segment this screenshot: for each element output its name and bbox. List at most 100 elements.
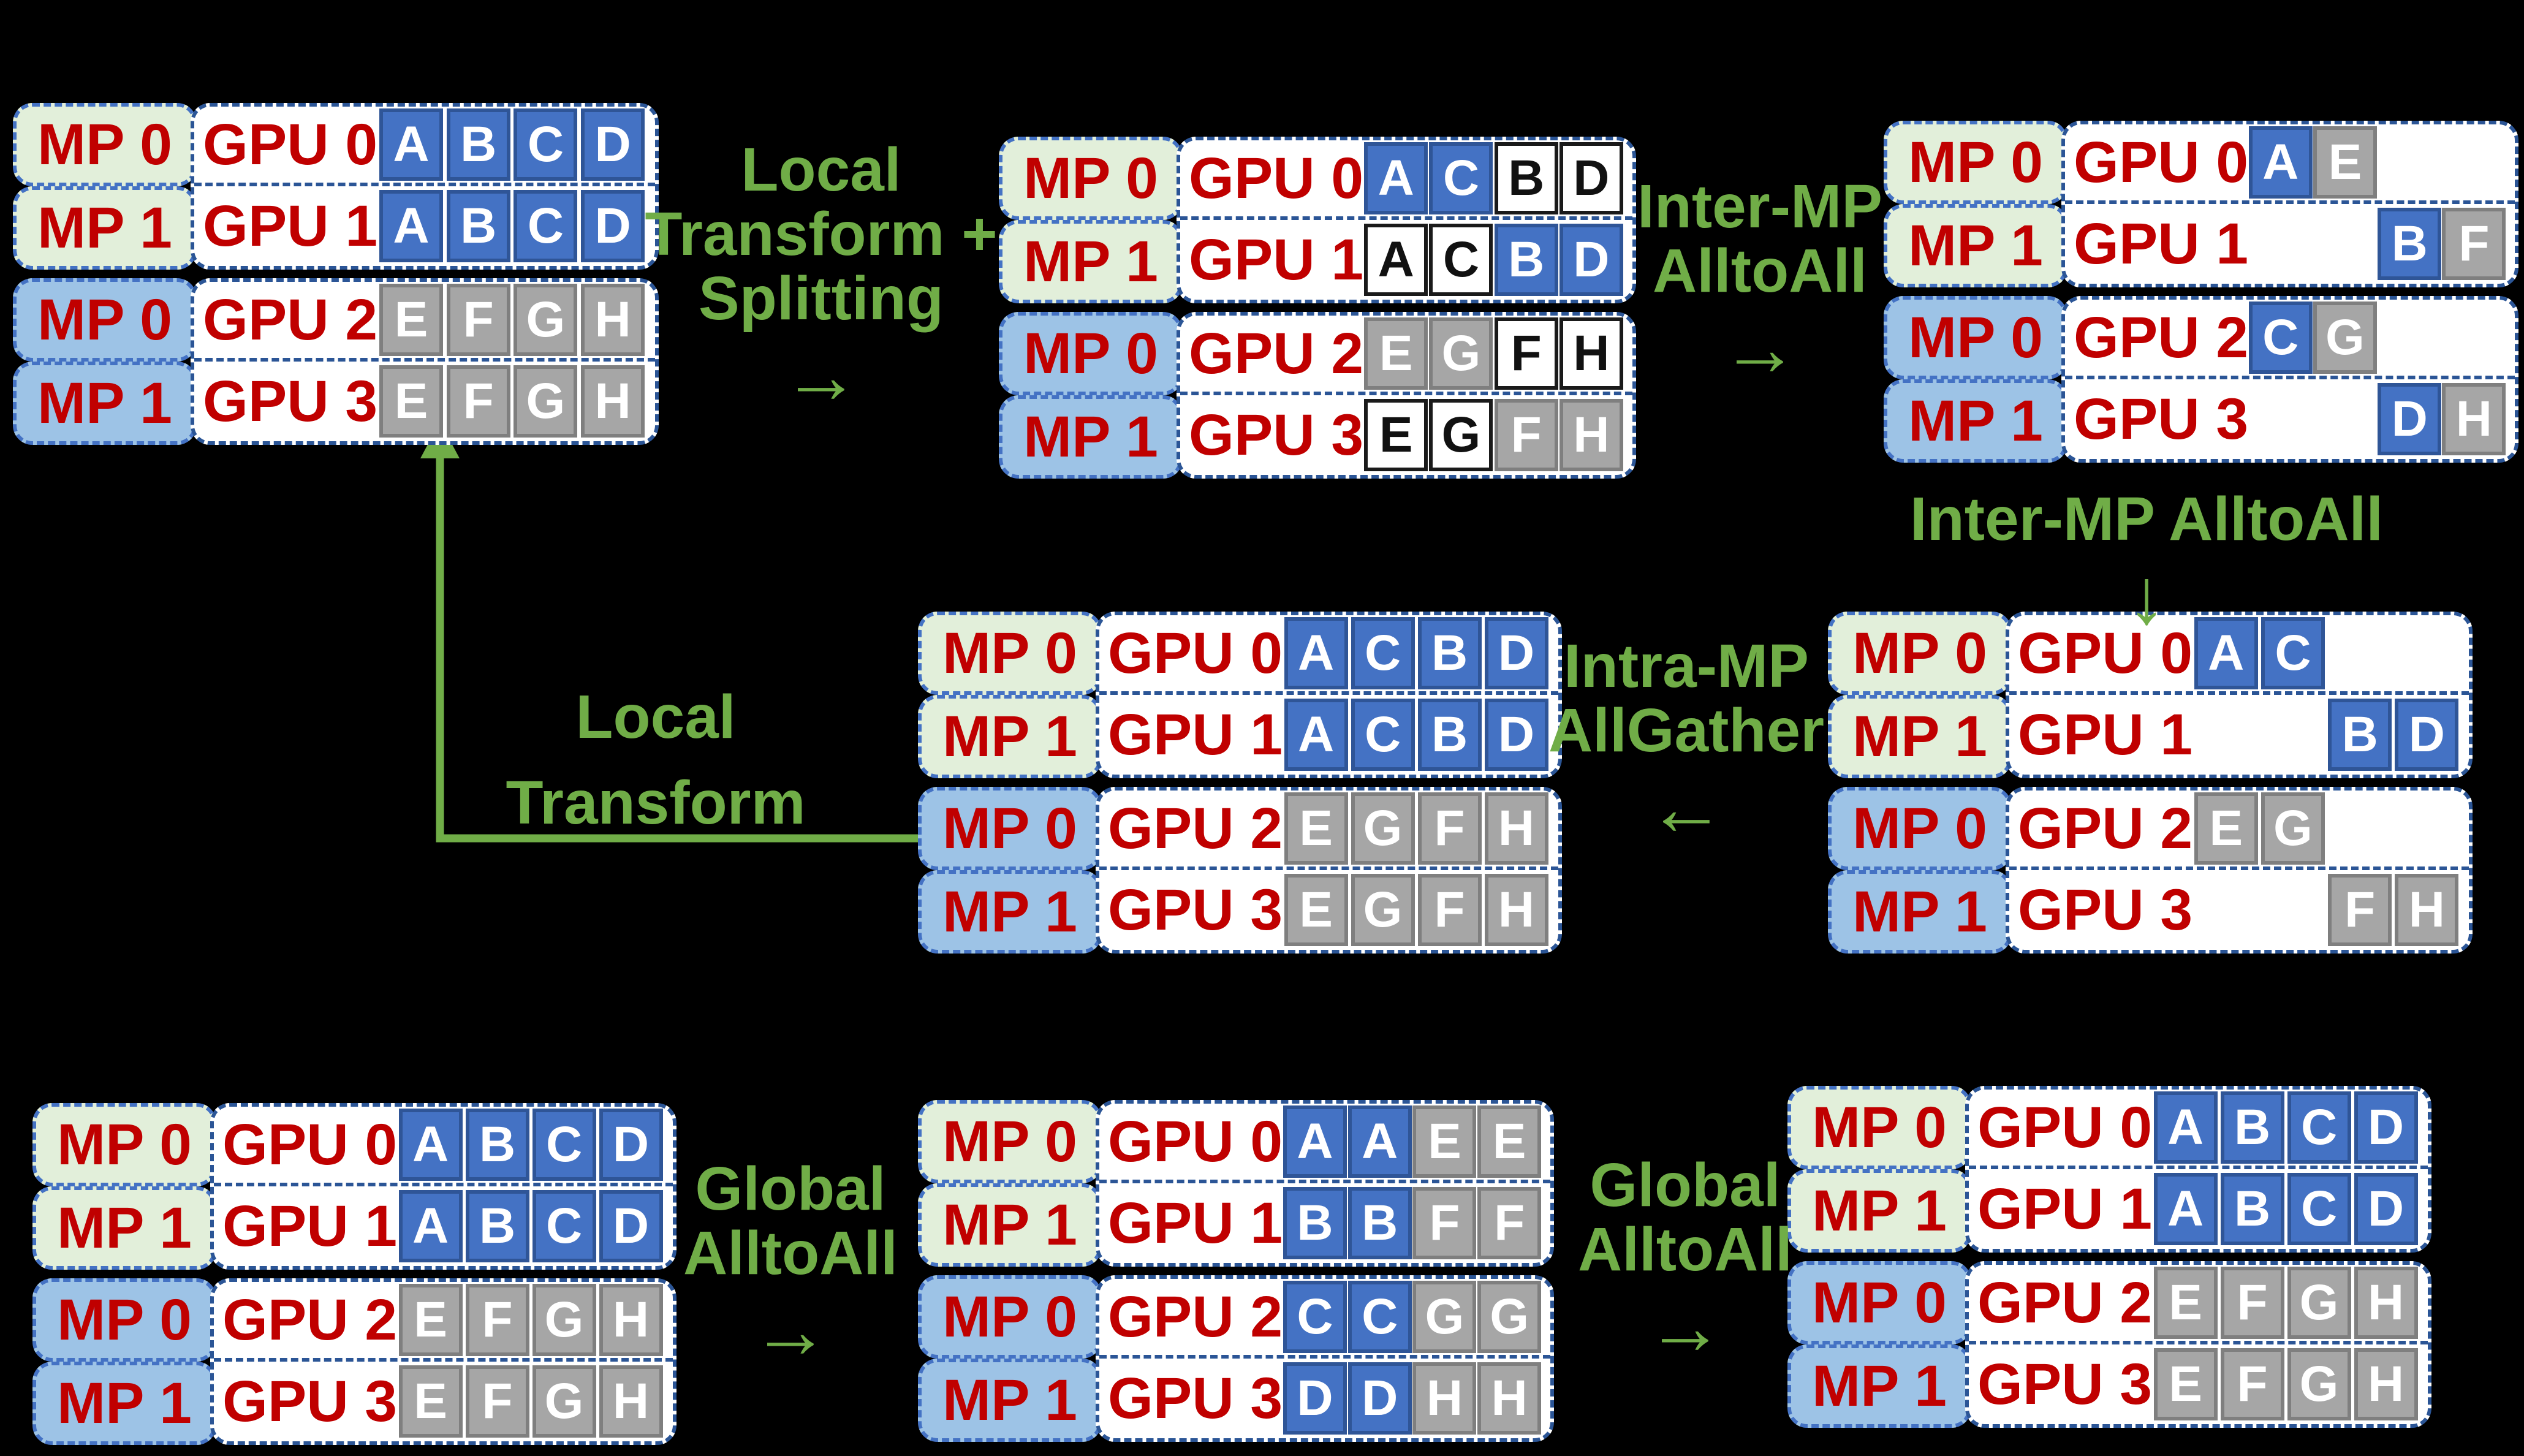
shard-slot: H (1559, 317, 1624, 390)
shard-block: H (1412, 1362, 1477, 1435)
shard-block: C (514, 108, 578, 181)
shard-block: C (2287, 1173, 2351, 1245)
mp-rank-label: MP 0 (1811, 1094, 1947, 1160)
gpu-label: GPU 2 (222, 1287, 398, 1352)
shard-slot: D (579, 190, 646, 262)
flow-label-line: AllGather (1548, 696, 1825, 765)
shard-block: F (446, 284, 510, 356)
mp-rank-label: MP 0 (942, 1284, 1077, 1349)
shard-block: C (1351, 699, 1415, 771)
shard-block: G (532, 1284, 596, 1356)
mp-rank-label: MP 0 (56, 1112, 192, 1177)
shard-slot: G (2286, 1348, 2352, 1420)
shard-slot: H (579, 365, 646, 438)
gpu-label: GPU 2 (2074, 305, 2249, 370)
shard-block: D (2354, 1091, 2418, 1164)
shard-slot: D (597, 1109, 664, 1181)
shard-slot: G (1349, 792, 1416, 865)
shard-block: B (2220, 1173, 2284, 1245)
shard-slot: C (1428, 142, 1493, 214)
mp-rank-label: MP 1 (56, 1195, 192, 1261)
shard-block: G (1351, 874, 1415, 946)
shard-block: B (465, 1190, 529, 1262)
gpu-label: GPU 2 (203, 287, 378, 352)
shard-block: F (1477, 1187, 1542, 1259)
shard-block: H (599, 1365, 663, 1438)
flow-label-line: Local (575, 683, 736, 751)
mp-rank-cell: MP 1 (1884, 204, 2067, 287)
mp-rank-column: MP 0 MP 1 (1884, 121, 2067, 287)
shard-slot: H (2352, 1267, 2419, 1339)
shard-slot: F (1412, 1187, 1477, 1259)
shard-block: E (398, 1365, 463, 1438)
shard-slot: E (2313, 126, 2377, 199)
shard-slot: A (1283, 699, 1349, 771)
mp-rank-label: MP 0 (56, 1287, 192, 1352)
gpu-label: GPU 2 (1189, 320, 1364, 386)
shard-block: E (1284, 792, 1348, 865)
gpu-label: GPU 2 (1977, 1270, 2153, 1335)
shard-slot: D (1347, 1362, 1412, 1435)
shard-block: F (1494, 399, 1558, 471)
shard-block: C (2287, 1091, 2351, 1164)
flow-arrow-icon: → (782, 332, 860, 420)
mp-rank-cell: MP 1 (999, 395, 1183, 479)
shard-slot: H (2393, 874, 2460, 946)
gpu-label: GPU 3 (1977, 1351, 2153, 1417)
mp-rank-cell: MP 0 (13, 278, 197, 362)
shard-block: H (1559, 317, 1623, 390)
shard-slot: E (397, 1365, 464, 1438)
shard-block: G (2287, 1267, 2351, 1339)
shard-slot: G (1349, 874, 1416, 946)
shard-block: E (379, 365, 443, 438)
mp-rank-cell: MP 1 (13, 362, 197, 445)
shard-block: A (1347, 1105, 1412, 1178)
flow-label-line: Splitting (699, 264, 944, 333)
gpu-label: GPU 0 (2018, 620, 2193, 686)
mp-rank-cell: MP 1 (13, 186, 197, 270)
shard-slot: G (1428, 399, 1493, 471)
mp-rank-cell: MP 1 (32, 1362, 216, 1445)
shard-slot: E (1283, 874, 1349, 946)
mp-rank-label: MP 1 (1908, 213, 2043, 278)
shard-block: F (2442, 208, 2506, 280)
shard-block: F (1494, 317, 1558, 390)
shard-slot: B (1494, 224, 1559, 296)
shard-block: D (1484, 617, 1548, 689)
shard-block: D (2378, 383, 2442, 455)
shard-block: H (599, 1284, 663, 1356)
shard-slot: B (2219, 1091, 2286, 1164)
gpu-label: GPU 1 (1108, 1190, 1283, 1256)
mp-rank-cell: MP 0 (1884, 121, 2067, 204)
shard-block: D (1559, 224, 1623, 296)
mp-rank-cell: MP 1 (918, 870, 1102, 954)
gpu-label: GPU 0 (1108, 620, 1283, 686)
